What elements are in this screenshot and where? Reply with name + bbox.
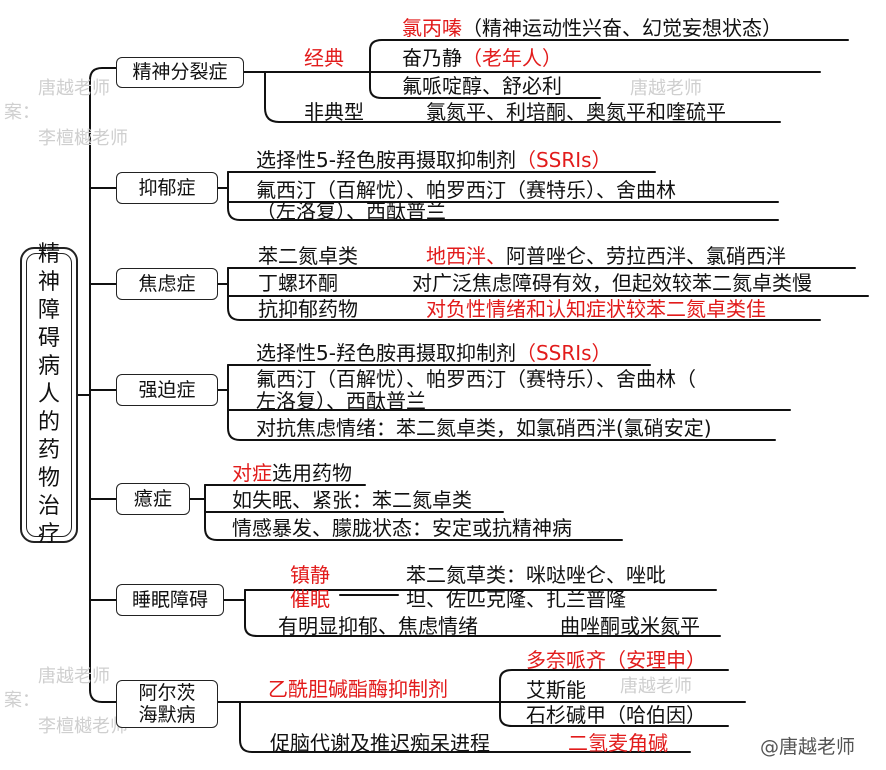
node-sleep: 睡眠障碍: [116, 584, 224, 616]
anxiety-row-value-1: 地西泮、阿普唑仑、劳拉西泮、氯硝西泮: [426, 244, 786, 268]
hysteria-row-2: 情感暴发、朦胧状态：安定或抗精神病: [232, 516, 572, 540]
watermark: 李檀樾老师: [38, 716, 128, 737]
sleep-drugs-line-1: 苯二氮草类：咪哒唑仑、唑吡: [406, 563, 666, 587]
sleep-label-hypnotic: 催眠: [290, 587, 330, 611]
ssri-class: 选择性5-羟色胺再摄取抑制剂（SSRIs）: [256, 148, 612, 172]
node-anxiety: 焦虑症: [116, 268, 218, 300]
sleep-depression-drugs: 曲唑酮或米氮平: [560, 614, 700, 638]
ocd-anti-anxiety: 对抗焦虑情绪：苯二氮卓类，如氯硝西泮(氯硝安定): [256, 416, 712, 440]
watermark: 李檀樾老师: [38, 128, 128, 149]
node-label: 强迫症: [138, 378, 196, 401]
sleep-depression-label: 有明显抑郁、焦虑情绪: [278, 614, 478, 638]
ssri-drugs-line-1: 氟西汀（百解忧）、帕罗西汀（赛特乐）、舍曲林: [256, 178, 676, 202]
metabolism-label: 促脑代谢及推迟痴呆进程: [270, 731, 490, 755]
anxiety-row-label-2: 丁螺环酮: [258, 271, 338, 295]
ocd-ssri-class: 选择性5-羟色胺再摄取抑制剂（SSRIs）: [256, 341, 612, 365]
root-title: 精神障碍病人的药物治疗: [37, 242, 60, 547]
node-label: 阿尔茨海默病: [138, 682, 196, 726]
ocd-drugs-line-2: 左洛复）、西酞普兰: [256, 389, 426, 413]
node-alzheimer: 阿尔茨海默病: [116, 680, 218, 728]
root-node: 精神障碍病人的药物治疗: [20, 242, 78, 547]
ache-drug-1: 多奈哌齐（安理申）: [526, 648, 706, 672]
ache-inhibitor: 乙酰胆碱酯酶抑制剂: [268, 677, 448, 701]
node-depression: 抑郁症: [116, 172, 218, 204]
watermark: 唐越老师: [38, 78, 110, 99]
sleep-label-sedative: 镇静: [290, 563, 330, 587]
atypical-label: 非典型: [304, 100, 364, 124]
watermark: 唐越老师: [38, 666, 110, 687]
typical-drug-2: 奋乃静（老年人）: [402, 46, 562, 70]
watermark: 案：: [4, 102, 40, 123]
anxiety-row-label-3: 抗抑郁药物: [258, 297, 358, 321]
node-label: 抑郁症: [138, 176, 196, 199]
watermark: 唐越老师: [630, 78, 702, 99]
ocd-drugs-line-1: 氟西汀（百解忧）、帕罗西汀（赛特乐）、舍曲林（: [256, 367, 696, 391]
ssri-drugs-line-2: （左洛复）、西酞普兰: [256, 199, 446, 223]
ache-drug-2: 艾斯能: [526, 678, 586, 702]
node-ocd: 强迫症: [116, 374, 218, 406]
node-label: 癔症: [133, 487, 172, 510]
watermark: 唐越老师: [620, 676, 692, 697]
anxiety-row-value-3: 对负性情绪和认知症状较苯二氮卓类佳: [426, 297, 766, 321]
metabolism-drug: 二氢麦角碱: [568, 731, 668, 755]
typical-label: 经典: [304, 46, 344, 70]
sleep-drugs-line-2: 坦、佐匹克隆、扎兰普隆: [406, 587, 626, 611]
node-schizophrenia: 精神分裂症: [116, 57, 244, 88]
node-label: 精神分裂症: [132, 61, 228, 84]
weibo-watermark: @唐越老师: [760, 736, 856, 758]
hysteria-row-1: 如失眠、紧张：苯二氮卓类: [232, 488, 472, 512]
hysteria-head: 对症选用药物: [232, 461, 352, 485]
watermark: 案：: [4, 690, 40, 711]
ache-drug-3: 石杉碱甲（哈伯因）: [526, 703, 706, 727]
anxiety-row-label-1: 苯二氮卓类: [258, 244, 358, 268]
anxiety-row-value-2: 对广泛焦虑障碍有效，但起效较苯二氮卓类慢: [412, 271, 812, 295]
typical-drug-3: 氟哌啶醇、舒必利: [402, 74, 562, 98]
atypical-drugs: 氯氮平、利培酮、奥氮平和喹硫平: [426, 100, 726, 124]
node-label: 焦虑症: [138, 272, 196, 295]
node-hysteria: 癔症: [116, 483, 190, 515]
node-label: 睡眠障碍: [131, 588, 208, 611]
typical-drug-1: 氯丙嗪（精神运动性兴奋、幻觉妄想状态）: [402, 16, 782, 40]
